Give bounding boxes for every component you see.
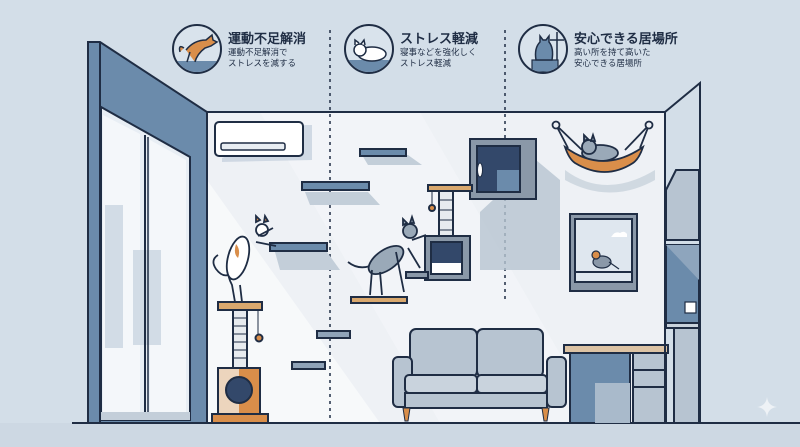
- sleeping-cat-icon: [344, 24, 394, 74]
- feature-title: 安心できる居場所: [574, 32, 678, 47]
- hammock: [551, 120, 655, 193]
- feature-title: 運動不足解消: [228, 32, 307, 47]
- feature-desc-line1: 運動不足解消で: [228, 48, 288, 58]
- sparkle-icon: [757, 397, 777, 417]
- sliding-window: [87, 41, 208, 424]
- desk: [563, 344, 669, 424]
- jumping-cat-icon: [172, 24, 222, 74]
- feature-desc-line2: 安心できる居場所: [574, 59, 642, 69]
- sofa: [392, 328, 567, 422]
- sitting-cat-icon: [518, 24, 568, 74]
- kitchen-cabinet: [664, 80, 701, 424]
- grey-cat: [347, 214, 427, 296]
- feature-title: ストレス軽減: [400, 32, 479, 47]
- calico-cat: [212, 213, 277, 303]
- feature-desc-line2: ストレス軽減: [400, 59, 452, 69]
- air-conditioner: [214, 121, 312, 162]
- feature-exercise: 運動不足解消 運動不足解消で ストレスを減する: [172, 24, 306, 74]
- cat-tower: [211, 301, 269, 424]
- feature-safe-place: 安心できる居場所 高い所を持て高いた 安心できる居場所: [518, 24, 678, 74]
- wall-shelves: [269, 148, 422, 370]
- feature-desc-line1: 寝事などを強化しく: [400, 48, 477, 58]
- feature-desc-line1: 高い所を持て高いた: [574, 48, 651, 58]
- cat-house-box: [405, 138, 560, 281]
- bird-window-picture: [569, 213, 638, 292]
- feature-desc-line2: ストレスを減する: [228, 59, 297, 69]
- feature-stress-relief: ストレス軽減 寝事などを強化しく ストレス軽減: [344, 24, 478, 74]
